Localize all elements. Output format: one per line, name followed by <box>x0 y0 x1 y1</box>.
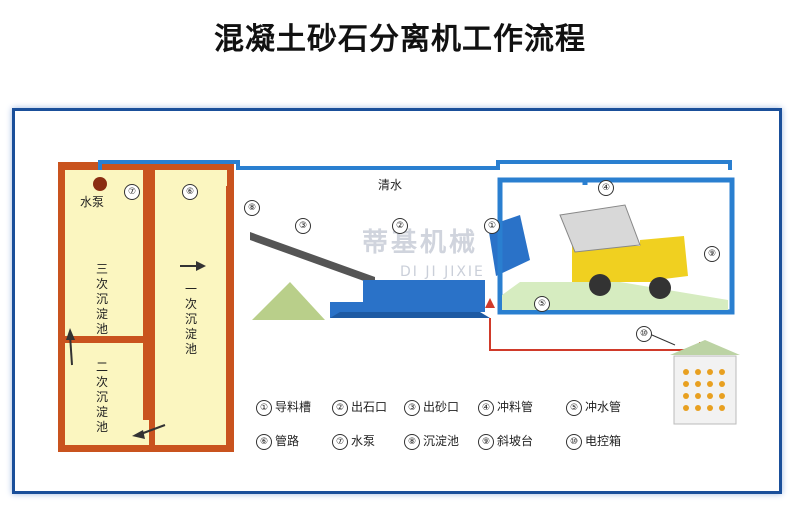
callout-6: ⑥ <box>182 184 198 200</box>
tank-right-wall <box>226 186 234 452</box>
tank-3-label: 三次沉淀池 <box>95 262 108 336</box>
callout-10: ⑩ <box>636 326 652 342</box>
truck-wheel <box>589 274 611 296</box>
callout-4: ④ <box>598 180 614 196</box>
truck-wheel <box>649 277 671 299</box>
mixer-drum <box>559 204 641 253</box>
tank-2-label: 二次沉淀池 <box>95 360 108 434</box>
callout-8: ⑧ <box>244 200 260 216</box>
truck-cab <box>640 236 688 282</box>
pump-icon <box>93 177 107 191</box>
return-line <box>489 318 701 351</box>
clear-water-label: 清水 <box>378 178 403 192</box>
control-box-roof <box>670 340 740 355</box>
pump-label: 水泵 <box>80 195 105 209</box>
callout-5: ⑤ <box>534 296 550 312</box>
callout-9: ⑨ <box>704 246 720 262</box>
slope-housing <box>497 177 735 315</box>
tank-1-label: 一次沉淀池 <box>184 282 197 356</box>
callout-1: ① <box>484 218 500 234</box>
watermark: 蒂基机械 <box>362 228 479 258</box>
pipeline <box>98 160 732 170</box>
sand-pile <box>252 282 325 320</box>
callout-7: ⑦ <box>124 184 140 200</box>
tank-divider-wall <box>143 170 153 420</box>
page-title: 混凝土砂石分离机工作流程 <box>214 22 586 57</box>
watermark-sub: DI JI JIXIE <box>400 264 485 280</box>
slope-platform <box>502 282 728 310</box>
control-box <box>673 355 737 425</box>
callout-2: ② <box>392 218 408 234</box>
tank-1-water <box>155 170 227 445</box>
tank-inner-wall <box>65 336 145 343</box>
screw-conveyor <box>250 232 375 285</box>
tank-3-water <box>65 170 149 445</box>
callout-3: ③ <box>295 218 311 234</box>
